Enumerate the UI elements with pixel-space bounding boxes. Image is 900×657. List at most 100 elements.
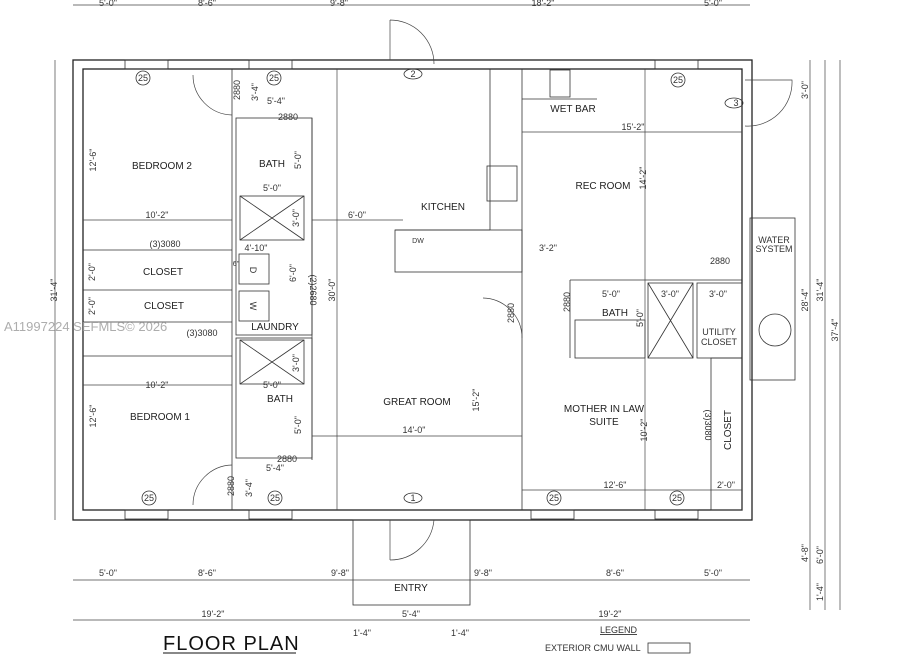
dim-text: 12'-6" bbox=[88, 405, 98, 428]
dim-text: 12'-6" bbox=[604, 480, 627, 490]
windows bbox=[124, 59, 699, 520]
dim-text: 9'-8" bbox=[474, 568, 492, 578]
room-closet-suite: CLOSET bbox=[723, 410, 734, 450]
dim-text: 8'-6" bbox=[606, 568, 624, 578]
dim-text: 3'-0" bbox=[800, 81, 810, 99]
dim-text: 6" bbox=[233, 261, 240, 268]
dim-text: 2880 bbox=[232, 80, 242, 100]
dim-text: 10'-2" bbox=[639, 419, 649, 442]
dim-text: 2880 bbox=[506, 303, 516, 323]
dim-text: 5'-0" bbox=[704, 0, 722, 8]
dim-text: (2)2680 bbox=[308, 274, 318, 305]
room-bedroom-2: BEDROOM 2 bbox=[132, 161, 192, 172]
dim-text: 2880 bbox=[562, 292, 572, 312]
dim-text: 9'-8" bbox=[331, 568, 349, 578]
dim-text: 2'-0" bbox=[87, 297, 97, 315]
dryer: D bbox=[248, 267, 258, 274]
dim-text: 1'-4" bbox=[353, 628, 371, 638]
dim-text: 15'-2" bbox=[622, 122, 645, 132]
dim-text: 2880 bbox=[277, 454, 297, 464]
dim-text: 3'-4" bbox=[244, 479, 254, 497]
dim-text: 3'-0" bbox=[709, 289, 727, 299]
dim-text: 5'-0" bbox=[635, 309, 645, 327]
dim-text: 3'-2" bbox=[539, 243, 557, 253]
room-great-room: GREAT ROOM bbox=[383, 397, 450, 408]
legend-title: LEGEND bbox=[600, 625, 638, 635]
room-utility-closet: UTILITY bbox=[702, 327, 736, 337]
dim-text: 2'-0" bbox=[717, 480, 735, 490]
dim-text: 5'-0" bbox=[99, 0, 117, 8]
room-bath-bottom: BATH bbox=[267, 394, 293, 405]
watermark: A11997224 SEFMLS© 2026 bbox=[4, 319, 167, 334]
window-tag: 25 bbox=[269, 73, 279, 83]
dimension-lines bbox=[54, 4, 841, 621]
room-utility-closet: CLOSET bbox=[701, 337, 738, 347]
door-tag: 3 bbox=[733, 98, 738, 108]
legend-item: EXTERIOR CMU WALL bbox=[545, 643, 641, 653]
dim-text: 2880 bbox=[278, 112, 298, 122]
dim-text: 5'-4" bbox=[266, 463, 284, 473]
room-bath-top: BATH bbox=[259, 159, 285, 170]
room-water-system: WATER bbox=[758, 235, 790, 245]
room-closet-1: CLOSET bbox=[143, 267, 183, 278]
dim-text: 37'-4" bbox=[830, 319, 840, 342]
window-tag: 25 bbox=[673, 75, 683, 85]
room-labels: BEDROOM 2 BEDROOM 1 BATH BATH CLOSET CLO… bbox=[130, 104, 793, 594]
dim-text: 10'-2" bbox=[146, 210, 169, 220]
dim-text: 18'-2" bbox=[532, 0, 555, 8]
room-laundry: LAUNDRY bbox=[251, 322, 299, 333]
dim-text: 3'-0" bbox=[661, 289, 679, 299]
dim-text: 5'-0" bbox=[263, 183, 281, 193]
window-tag: 25 bbox=[549, 493, 559, 503]
dim-text: 5'-0" bbox=[293, 151, 303, 169]
dim-text: (3)3080 bbox=[703, 409, 713, 440]
dim-text: 1'-4" bbox=[451, 628, 469, 638]
dim-text: 4'-8" bbox=[800, 544, 810, 562]
dim-text: 6'-0" bbox=[348, 210, 366, 220]
room-bedroom-1: BEDROOM 1 bbox=[130, 412, 190, 423]
window-markers: 25 25 25 25 25 25 25 1 2 3 bbox=[135, 68, 744, 506]
dim-text: 31'-4" bbox=[49, 279, 59, 302]
dim-text: 3'-4" bbox=[250, 83, 260, 101]
dishwasher: DW bbox=[412, 238, 424, 245]
dim-text: 8'-6" bbox=[198, 0, 216, 8]
window-tag: 25 bbox=[672, 493, 682, 503]
window-tag: 25 bbox=[138, 73, 148, 83]
dim-text: 6'-0" bbox=[815, 546, 825, 564]
window-tag: 25 bbox=[270, 493, 280, 503]
dim-text: 30'-0" bbox=[327, 279, 337, 302]
dim-text: 14'-2" bbox=[638, 167, 648, 190]
dim-text: 2880 bbox=[226, 476, 236, 496]
dim-text: 2'-0" bbox=[87, 263, 97, 281]
dimension-labels: 5'-0" 8'-6" 9'-8" 18'-2" 5'-0" 5'-0" 8'-… bbox=[49, 0, 840, 638]
dim-text: 5'-0" bbox=[263, 380, 281, 390]
room-bath-suite: BATH bbox=[602, 308, 628, 319]
window-tag: 25 bbox=[144, 493, 154, 503]
room-closet-2: CLOSET bbox=[144, 301, 184, 312]
dim-text: (3)3080 bbox=[186, 328, 217, 338]
room-wet-bar: WET BAR bbox=[550, 104, 595, 115]
dim-text: 5'-0" bbox=[602, 289, 620, 299]
room-entry: ENTRY bbox=[394, 583, 428, 594]
dim-text: 5'-0" bbox=[99, 568, 117, 578]
dim-text: 19'-2" bbox=[202, 609, 225, 619]
dim-text: 10'-2" bbox=[146, 380, 169, 390]
dim-text: 12'-6" bbox=[88, 149, 98, 172]
doors bbox=[192, 19, 793, 561]
dim-text: 5'-0" bbox=[704, 568, 722, 578]
dim-text: 19'-2" bbox=[599, 609, 622, 619]
dim-text: 2880 bbox=[710, 256, 730, 266]
room-mother-in-law-suite: SUITE bbox=[589, 417, 619, 428]
dim-text: (3)3080 bbox=[149, 239, 180, 249]
page-title: FLOOR PLAN bbox=[163, 633, 300, 655]
dim-text: 6'-0" bbox=[288, 264, 298, 282]
room-rec-room: REC ROOM bbox=[576, 181, 631, 192]
dim-text: 5'-4" bbox=[402, 609, 420, 619]
legend-swatch bbox=[647, 642, 691, 654]
door-tag: 1 bbox=[410, 493, 415, 503]
dim-text: 1'-4" bbox=[815, 583, 825, 601]
dim-text: 9'-8" bbox=[330, 0, 348, 8]
room-mother-in-law-suite: MOTHER IN LAW bbox=[564, 404, 645, 415]
dim-text: 3'-0" bbox=[291, 209, 301, 227]
